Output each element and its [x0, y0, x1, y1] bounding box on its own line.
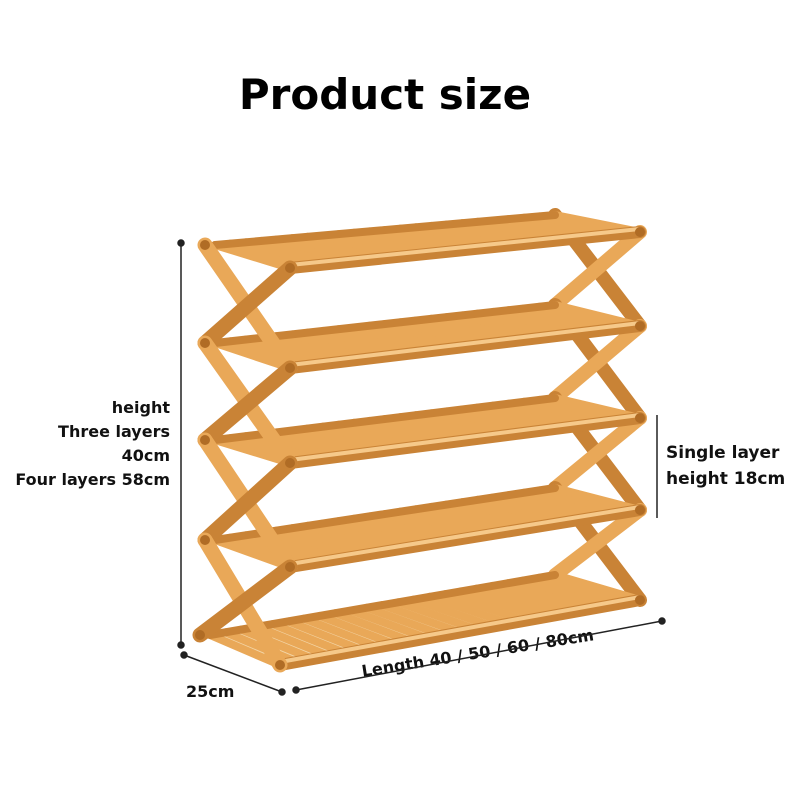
shelf-slat [303, 521, 390, 556]
left-cross-leg [197, 360, 298, 448]
shelf-slat [315, 611, 399, 649]
pivot-pin [275, 660, 285, 670]
dimension-lines [177, 239, 666, 696]
shelf-front-rail [284, 504, 646, 573]
shelf-slat [441, 590, 530, 625]
shelf-front-rail-highlight [288, 505, 642, 566]
height-dim-dot-bottom [177, 641, 185, 649]
right-cross-leg [548, 225, 647, 312]
right-cross-leg [548, 411, 647, 495]
shelf-front-rail [284, 412, 646, 469]
depth-dimension-line [183, 654, 283, 693]
depth-dim-dot-left [180, 651, 188, 659]
shelf-slat [503, 579, 595, 613]
height-label-line2: Three layers 40cm [58, 422, 170, 465]
shelf-slat [253, 622, 334, 661]
length-dim-dot-left [292, 686, 300, 694]
shelf-slat [319, 519, 406, 553]
pivot-pin [285, 263, 295, 273]
single-layer-line2: height 18cm [666, 469, 786, 489]
shelf-slat [362, 603, 448, 640]
shelf-front-rail [274, 594, 646, 671]
pivot-pin [285, 562, 295, 572]
pivot-pin [200, 435, 210, 445]
shelf-front-rail [284, 226, 646, 274]
shelf-slat [272, 526, 358, 561]
left-cross-leg [192, 559, 298, 643]
shelf-front-rail-highlight [288, 321, 642, 367]
right-cross-leg [548, 503, 647, 582]
shelf-slat [456, 587, 546, 622]
shelf-slat [458, 498, 549, 530]
pivot-pin [200, 535, 210, 545]
shelf-slat [347, 606, 432, 643]
length-dimension-line [295, 620, 663, 691]
shelf-slat [378, 601, 464, 637]
shelf-slat [519, 576, 612, 610]
shelf-slat [381, 510, 469, 543]
shelf-back-rail [211, 211, 559, 249]
height-label-line3: Four layers 58cm [15, 470, 170, 489]
shelf-slat [350, 514, 438, 548]
pivot-pin [200, 240, 210, 250]
shelf-slat [427, 502, 517, 535]
shelf-slat [331, 609, 415, 646]
shelf-slat [442, 500, 533, 533]
single-layer-line1: Single layer [666, 443, 780, 463]
shelf-front-rail [284, 320, 646, 374]
shelf-slat [473, 495, 565, 527]
left-cross-leg [197, 260, 298, 351]
shelf-slat [396, 507, 485, 540]
pivot-pin [635, 595, 645, 605]
pivot-pin [635, 413, 645, 423]
shelf-slat [488, 581, 579, 616]
pivot-pin [635, 227, 645, 237]
shelf-slat [288, 524, 374, 559]
shelf-slat [268, 620, 350, 658]
single-layer-label: Single layer height 18cm [666, 440, 796, 492]
shelf-slat [365, 512, 454, 546]
shelf-slat [472, 584, 563, 619]
right-cross-leg [548, 319, 647, 405]
rack-body [192, 208, 647, 673]
shelf-back-rail [206, 571, 559, 639]
pivot-pin [635, 321, 645, 331]
shelf-slat [409, 595, 497, 631]
height-dim-dot-top [177, 239, 185, 247]
pivot-pin [200, 338, 210, 348]
pivot-pin [285, 458, 295, 468]
shelf-slat [300, 614, 383, 652]
page-title: Product size [238, 70, 532, 119]
shelf-slat [211, 536, 294, 571]
depth-label: 25cm [186, 682, 235, 701]
shelf-slat [411, 505, 501, 538]
shelf-slat [551, 571, 644, 604]
length-dim-dot-right [658, 617, 666, 625]
pivot-pin [635, 505, 645, 515]
shelf-slat [394, 598, 481, 634]
shelf-slat [425, 592, 514, 628]
left-cross-leg [197, 455, 298, 548]
shelf-front-rail-highlight [288, 413, 642, 462]
shelf-front-rail-highlight [288, 227, 642, 267]
height-label: height Three layers 40cm Four layers 58c… [10, 396, 170, 492]
pivot-pin [285, 363, 295, 373]
shelf-slat [211, 339, 294, 372]
shelf-slat [284, 617, 366, 655]
shelf-slat [211, 241, 294, 272]
shelf-slat [535, 573, 628, 607]
shelf-slat [211, 436, 294, 467]
height-label-line1: height [111, 398, 170, 417]
depth-dim-dot-right [278, 688, 286, 696]
pivot-pin [195, 630, 205, 640]
shelf-slat [334, 517, 422, 551]
shelf-front-rail-highlight [278, 595, 642, 664]
